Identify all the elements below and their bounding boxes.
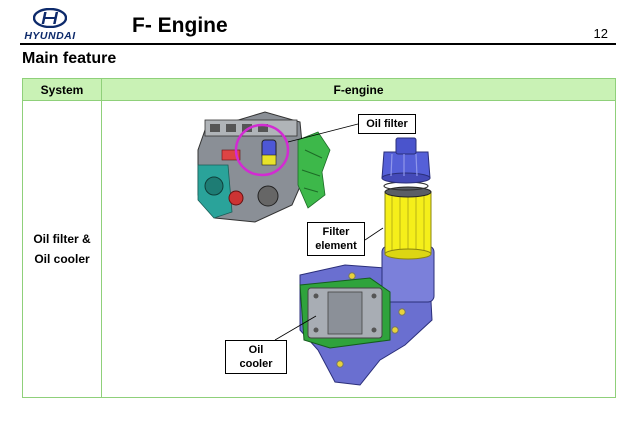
header-rule [20, 43, 616, 45]
header-system: System [40, 83, 84, 97]
brand-wordmark: HYUNDAI [24, 30, 76, 42]
oil-filter-callout: Oil filter [358, 114, 416, 134]
hyundai-logo-icon [33, 8, 67, 28]
oil-cooler-image [299, 277, 391, 349]
oil-cooler-callout: Oil cooler [225, 340, 287, 374]
oil-filter-cooler-illustration [197, 111, 435, 386]
filter-element-callout: Filter element [307, 222, 365, 256]
feature-table: System F-engine Oil filter & Oil cooler [22, 78, 616, 398]
table-header-row: System F-engine [23, 79, 615, 101]
filter-element-line-1: Filter [322, 226, 350, 238]
oil-cooler-line-1: Oil [248, 344, 264, 356]
page-title: F- Engine [132, 14, 228, 37]
engine-assembly-image [197, 111, 359, 223]
filter-element-image [384, 186, 432, 260]
header-f-engine: F-engine [333, 83, 384, 97]
section-title: Main feature [22, 50, 117, 67]
hyundai-logo: HYUNDAI [20, 8, 80, 46]
system-cell: Oil filter & Oil cooler [23, 229, 101, 269]
filter-element-leader [364, 227, 384, 241]
oil-cooler-line-2: cooler [239, 358, 273, 370]
filter-cap-image [381, 137, 431, 191]
system-line-1: Oil filter & [33, 232, 91, 246]
page-number: 12 [593, 26, 608, 41]
column-divider [101, 79, 102, 397]
filter-element-line-2: element [315, 240, 357, 252]
system-line-2: Oil cooler [34, 252, 90, 266]
oil-cooler-leader [274, 315, 317, 341]
